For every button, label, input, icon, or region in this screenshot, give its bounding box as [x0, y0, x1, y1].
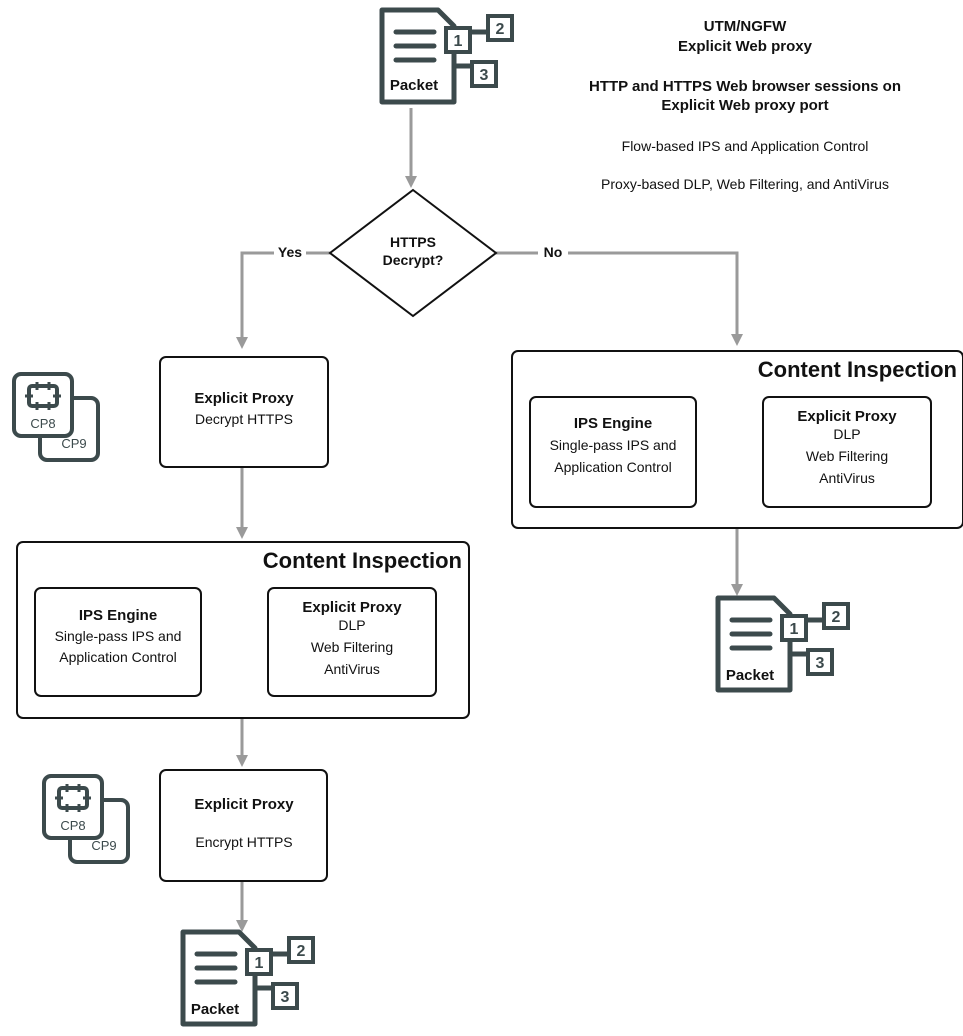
packet-icon-bottom-left: 1 2 3 Packet	[183, 932, 313, 1024]
proxy-right-title: Explicit Proxy	[797, 408, 897, 425]
packet-icon-right: 1 2 3 Packet	[718, 598, 848, 690]
packet-num-3-bl: 3	[281, 989, 290, 1006]
packet-num-1-r: 1	[790, 621, 799, 638]
yes-label: Yes	[278, 244, 302, 260]
decision-line2: Decrypt?	[383, 252, 444, 268]
packet-num-3: 3	[480, 67, 489, 84]
diagram-header: UTM/NGFW Explicit Web proxy HTTP and HTT…	[589, 18, 901, 192]
ips-right-line2: Application Control	[554, 459, 672, 475]
cp9-label: CP9	[61, 436, 86, 451]
cp8-label-2: CP8	[60, 818, 85, 833]
content-inspection-right: Content Inspection IPS Engine Single-pas…	[511, 350, 963, 529]
packet-num-1: 1	[454, 33, 463, 50]
cp-chip-icon-bottom: CP8 CP9	[42, 774, 130, 864]
header-line4: Explicit Web proxy port	[661, 97, 828, 114]
proxy-right-line3: AntiVirus	[819, 470, 875, 486]
packet-label: Packet	[390, 77, 438, 94]
packet-icon-top: 1 2 3 Packet	[382, 10, 512, 102]
arrow-no	[496, 251, 743, 346]
packet-label-bl: Packet	[191, 1001, 239, 1018]
header-line2: Explicit Web proxy	[678, 38, 813, 55]
cp8-label: CP8	[30, 416, 55, 431]
explicit-proxy-right-box	[762, 396, 932, 508]
header-line1: UTM/NGFW	[704, 18, 787, 35]
content-inspection-left: Content Inspection IPS Engine Single-pas…	[16, 541, 470, 719]
ips-engine-right-box	[529, 396, 697, 508]
ips-right-line1: Single-pass IPS and	[550, 437, 677, 453]
cp-chip-icon-top: CP8 CP9	[12, 372, 100, 462]
packet-num-2-bl: 2	[297, 943, 306, 960]
proxy-left-line3: AntiVirus	[324, 661, 380, 677]
proxy-right-line2: Web Filtering	[806, 448, 888, 464]
decrypt-box-text: Decrypt HTTPS	[195, 411, 293, 427]
decision-diamond: HTTPS Decrypt?	[328, 188, 498, 318]
packet-label-r: Packet	[726, 667, 774, 684]
ips-engine-left-box	[34, 587, 202, 697]
encrypt-box-title: Explicit Proxy	[194, 796, 294, 813]
decrypt-box-title: Explicit Proxy	[194, 390, 294, 407]
encrypt-https-box: Explicit Proxy Encrypt HTTPS	[159, 769, 328, 882]
cp9-label-2: CP9	[91, 838, 116, 853]
packet-num-3-r: 3	[816, 655, 825, 672]
proxy-left-line2: Web Filtering	[311, 639, 393, 655]
explicit-proxy-left-box	[267, 587, 437, 697]
ips-left-title: IPS Engine	[79, 607, 157, 624]
packet-num-2-r: 2	[832, 609, 841, 626]
ips-right-title: IPS Engine	[574, 415, 652, 432]
proxy-left-line1: DLP	[338, 617, 365, 633]
header-note1: Flow-based IPS and Application Control	[622, 138, 869, 154]
decrypt-https-box: Explicit Proxy Decrypt HTTPS	[159, 356, 329, 468]
encrypt-box-text: Encrypt HTTPS	[195, 834, 292, 850]
arrow-yes	[236, 251, 330, 349]
proxy-right-line1: DLP	[833, 426, 860, 442]
decision-line1: HTTPS	[390, 234, 436, 250]
header-line3: HTTP and HTTPS Web browser sessions on	[589, 78, 901, 95]
packet-num-1-bl: 1	[255, 955, 264, 972]
ips-left-line1: Single-pass IPS and	[55, 628, 182, 644]
content-inspection-right-title: Content Inspection	[758, 357, 957, 382]
proxy-left-title: Explicit Proxy	[302, 599, 402, 616]
header-note2: Proxy-based DLP, Web Filtering, and Anti…	[601, 176, 889, 192]
no-label: No	[544, 244, 563, 260]
ips-left-line2: Application Control	[59, 649, 177, 665]
content-inspection-left-title: Content Inspection	[263, 548, 462, 573]
packet-num-2: 2	[496, 21, 505, 38]
